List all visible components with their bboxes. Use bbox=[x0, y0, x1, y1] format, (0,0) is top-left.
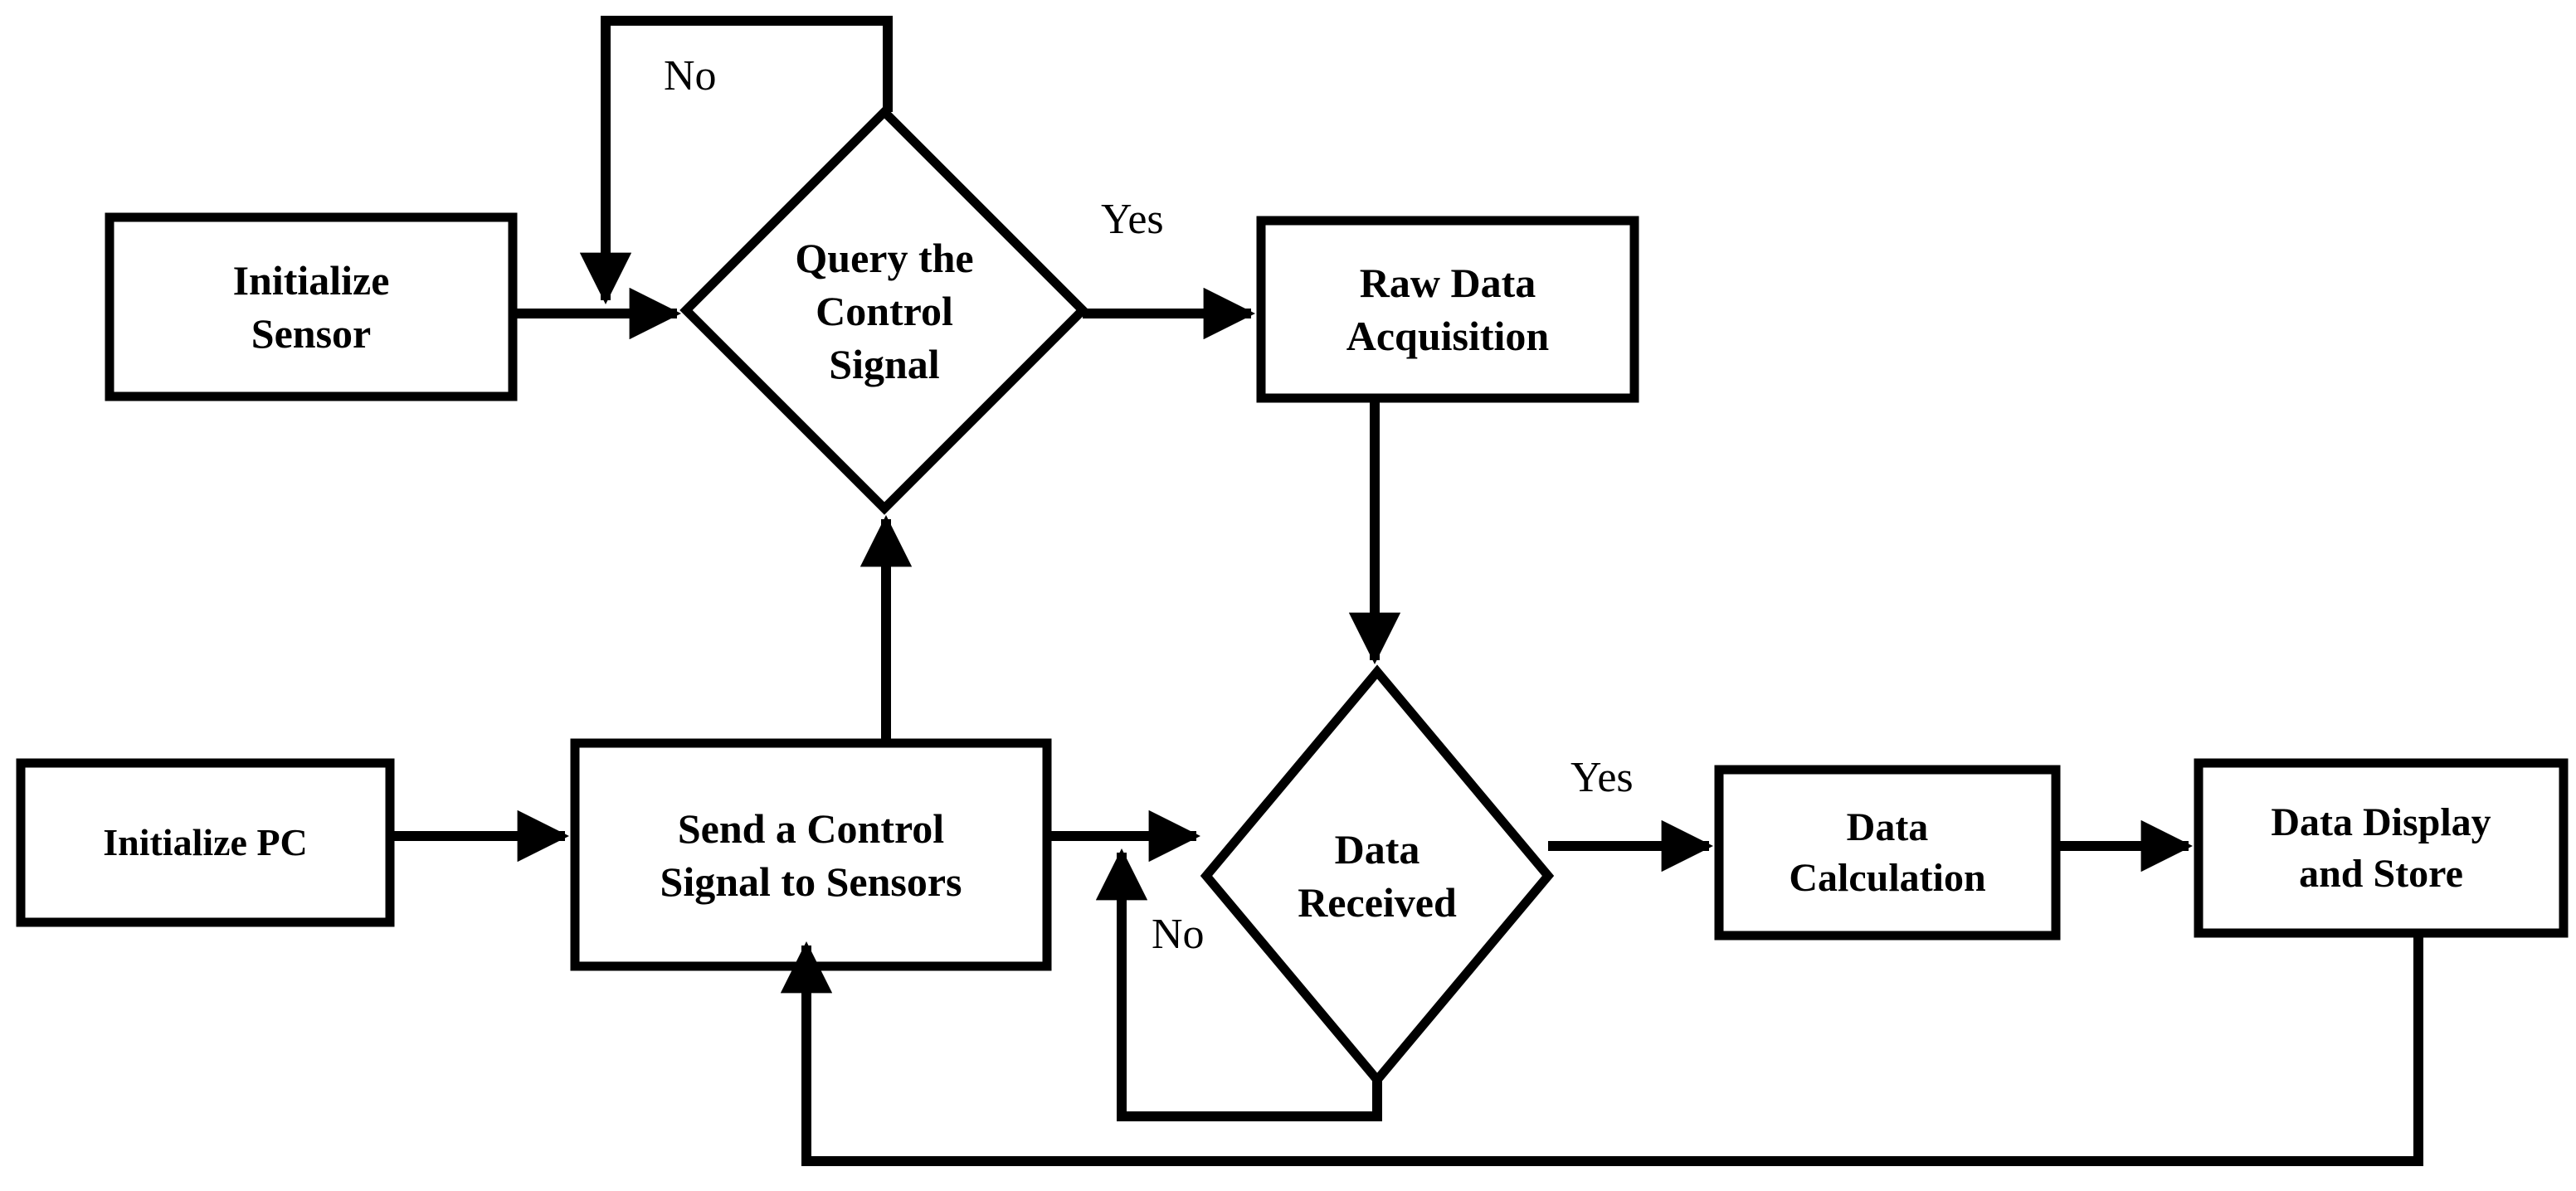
node-data-display-and-store bbox=[2194, 758, 2569, 938]
edge-display-store-feedback-to-send bbox=[780, 933, 2423, 1166]
edge-label-yes-query: Yes bbox=[1101, 196, 1164, 243]
edge-label-no-data-loop: No bbox=[1152, 911, 1205, 958]
node-query-the-control-signal bbox=[679, 105, 1089, 515]
edge-query-no-loop-back bbox=[579, 16, 893, 304]
node-send-a-control-signal-to-sensors bbox=[570, 738, 1052, 971]
edge-label-no-query-loop: No bbox=[664, 52, 717, 100]
edge-data-received-no-loop-back bbox=[1095, 848, 1382, 1121]
node-raw-data-acquisition bbox=[1256, 216, 1639, 403]
node-data-calculation bbox=[1714, 765, 2061, 941]
edge-label-yes-data: Yes bbox=[1570, 754, 1634, 801]
node-initialize-sensor bbox=[105, 212, 518, 401]
node-data-received bbox=[1200, 664, 1555, 1087]
node-initialize-pc bbox=[16, 758, 395, 927]
